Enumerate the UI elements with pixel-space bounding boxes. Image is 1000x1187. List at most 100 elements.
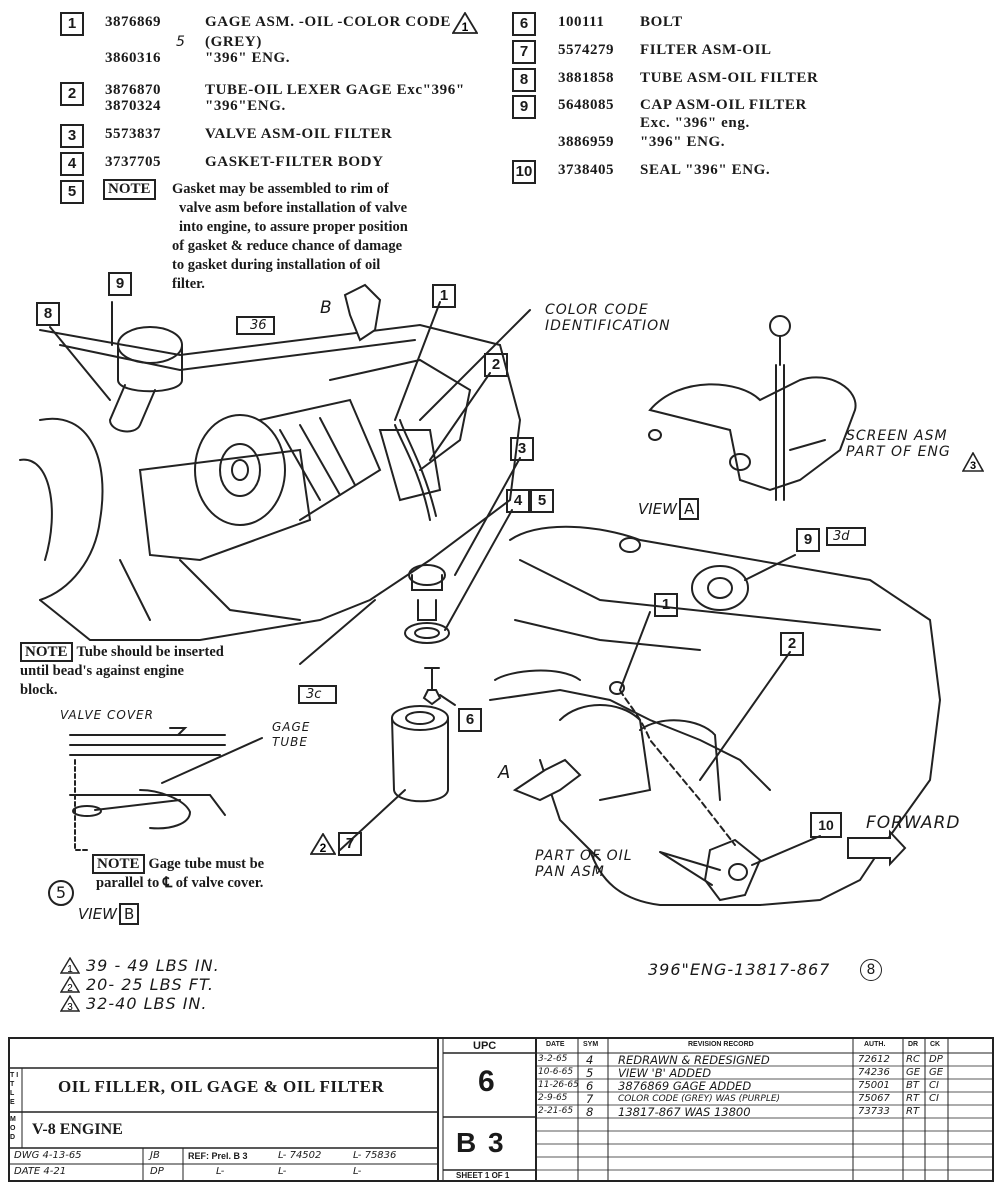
rev-auth: 74236 [858,1067,890,1078]
item-number-2: 2 [60,82,84,106]
part-sub-description: (GREY) [205,34,262,50]
drawn-date: DWG 4-13-65 [14,1150,82,1161]
rev-date: 3-2-65 [538,1054,568,1064]
color-code-label: COLOR CODE IDENTIFICATION [545,302,671,334]
title-block-grid [8,1037,994,1182]
rev-text: 3876869 GAGE ADDED [618,1079,752,1093]
rev-dr: RC [906,1054,920,1065]
part-description: TUBE-OIL LEXER GAGE Exc"396" [205,82,465,98]
item-number-9: 9 [512,95,536,119]
rev-ck: CI [929,1093,939,1104]
rev-ck: DP [929,1054,943,1065]
drawing-number: 396"ENG-13817-867 [648,960,831,979]
triangle-icon: 2 [60,976,80,993]
rev-dr: BT [906,1080,919,1091]
gage-note: NOTE Gage tube must be parallel to ℄ of … [92,854,264,893]
ref-tag-36: 36 [236,316,275,335]
upc-value: 6 [478,1065,495,1098]
part-description: FILTER ASM-OIL [640,42,772,58]
part-number: 100111 [558,14,605,30]
svg-text:3: 3 [67,1002,73,1012]
torque-row: 1 39 - 49 LBS IN. [60,956,220,975]
gasket-note: Gasket may be assembled to rim of valve … [172,181,408,292]
title-side-label: T I T L E [10,1072,19,1106]
alt-part-description: "396" ENG. [205,50,291,66]
part-of-oil-pan-label: PART OF OIL PAN ASM [535,848,633,880]
rev-sym: 6 [586,1079,594,1093]
drawing-title: OIL FILLER, OIL GAGE & OIL FILTER [58,1077,385,1096]
rev-auth: 75001 [858,1080,890,1091]
engine-illustration [19,283,942,906]
item-number-5: 5 [60,180,84,204]
reference-number: L- [353,1166,362,1177]
item-number-1: 1 [60,12,84,36]
arrow-label-a: A [498,762,511,783]
reference-field: REF: Prel. B 3 [188,1151,248,1161]
leader-number-7: 7 [338,832,362,856]
gage-tube-label: GAGE TUBE [272,720,311,749]
part-sub-description: Exc. "396" eng. [640,115,750,131]
rev-ck: GE [929,1067,944,1078]
part-number: 5573837 [105,126,161,142]
part-number: 5574279 [558,42,614,58]
item-number-10: 10 [512,160,536,184]
reference-number: L- [278,1166,287,1177]
item-number-7: 7 [512,40,536,64]
reference-number: L- 75836 [353,1150,397,1161]
rev-date: 2-21-65 [538,1106,574,1116]
svg-text:2: 2 [67,983,73,993]
leader-number-9b: 9 [796,528,820,552]
leader-number-3: 3 [510,437,534,461]
rev-text: VIEW 'B' ADDED [618,1066,712,1080]
triangle-icon: 1 [60,957,80,974]
leader-number-10: 10 [810,812,842,838]
part-number: 3881858 [558,70,614,86]
leader-number-9: 9 [108,272,132,296]
torque-row: 3 32-40 LBS IN. [60,994,220,1013]
leader-number-4: 4 [506,489,530,513]
rev-sym: 4 [586,1053,594,1067]
rev-auth: 73733 [858,1106,890,1117]
screen-asm-label: SCREEN ASM PART OF ENG [846,428,951,460]
part-description: CAP ASM-OIL FILTER [640,97,807,113]
svg-text:1: 1 [462,20,469,34]
rev-auth: 75067 [858,1093,890,1104]
part-number: 3737705 [105,154,161,170]
rev-auth: 72612 [858,1054,890,1065]
arrow-label-b: B [320,298,332,318]
item-number-4: 4 [60,152,84,176]
rev-date: 11-26-65 [538,1080,579,1090]
rev-text: REDRAWN & REDESIGNED [618,1053,770,1067]
valve-cover-label: VALVE COVER [60,708,154,722]
ref-tag-3d: 3d [826,527,866,546]
svg-text:1: 1 [67,964,73,974]
leader-number-2: 2 [484,353,508,377]
rev-header-dr: DR [908,1041,919,1048]
leader-number-1: 1 [432,284,456,308]
rev-header-date: DATE [546,1041,565,1048]
part-number: 5648085 [558,97,614,113]
upc-label: UPC [473,1040,497,1052]
torque-row: 2 20- 25 LBS FT. [60,975,220,994]
drawn-by: JB [150,1150,160,1161]
circle-5-symbol: 5 [48,880,74,906]
leader-number-2b: 2 [780,632,804,656]
symbol-5-circle: 5 [176,34,185,50]
part-description: GAGE ASM. -OIL -COLOR CODE [205,14,452,30]
forward-label: FORWARD [866,813,961,833]
leader-number-6: 6 [458,708,482,732]
triangle-symbol-1: 1 [451,11,479,34]
note-label: NOTE [92,854,145,874]
date-field: DATE 4-21 [14,1166,67,1177]
reference-number: L- [216,1166,225,1177]
item-number-8: 8 [512,68,536,92]
rev-text: 13817-867 WAS 13800 [618,1105,751,1119]
rev-header-auth: AUTH. [864,1041,886,1048]
rev-date: 10-6-65 [538,1067,574,1077]
tube-note: NOTE Tube should be inserted until bead'… [20,642,224,698]
part-number: 3738405 [558,162,614,178]
rev-header-record: REVISION RECORD [688,1041,754,1048]
part-number: 3876870 [105,82,161,98]
item-number-6: 6 [512,12,536,36]
